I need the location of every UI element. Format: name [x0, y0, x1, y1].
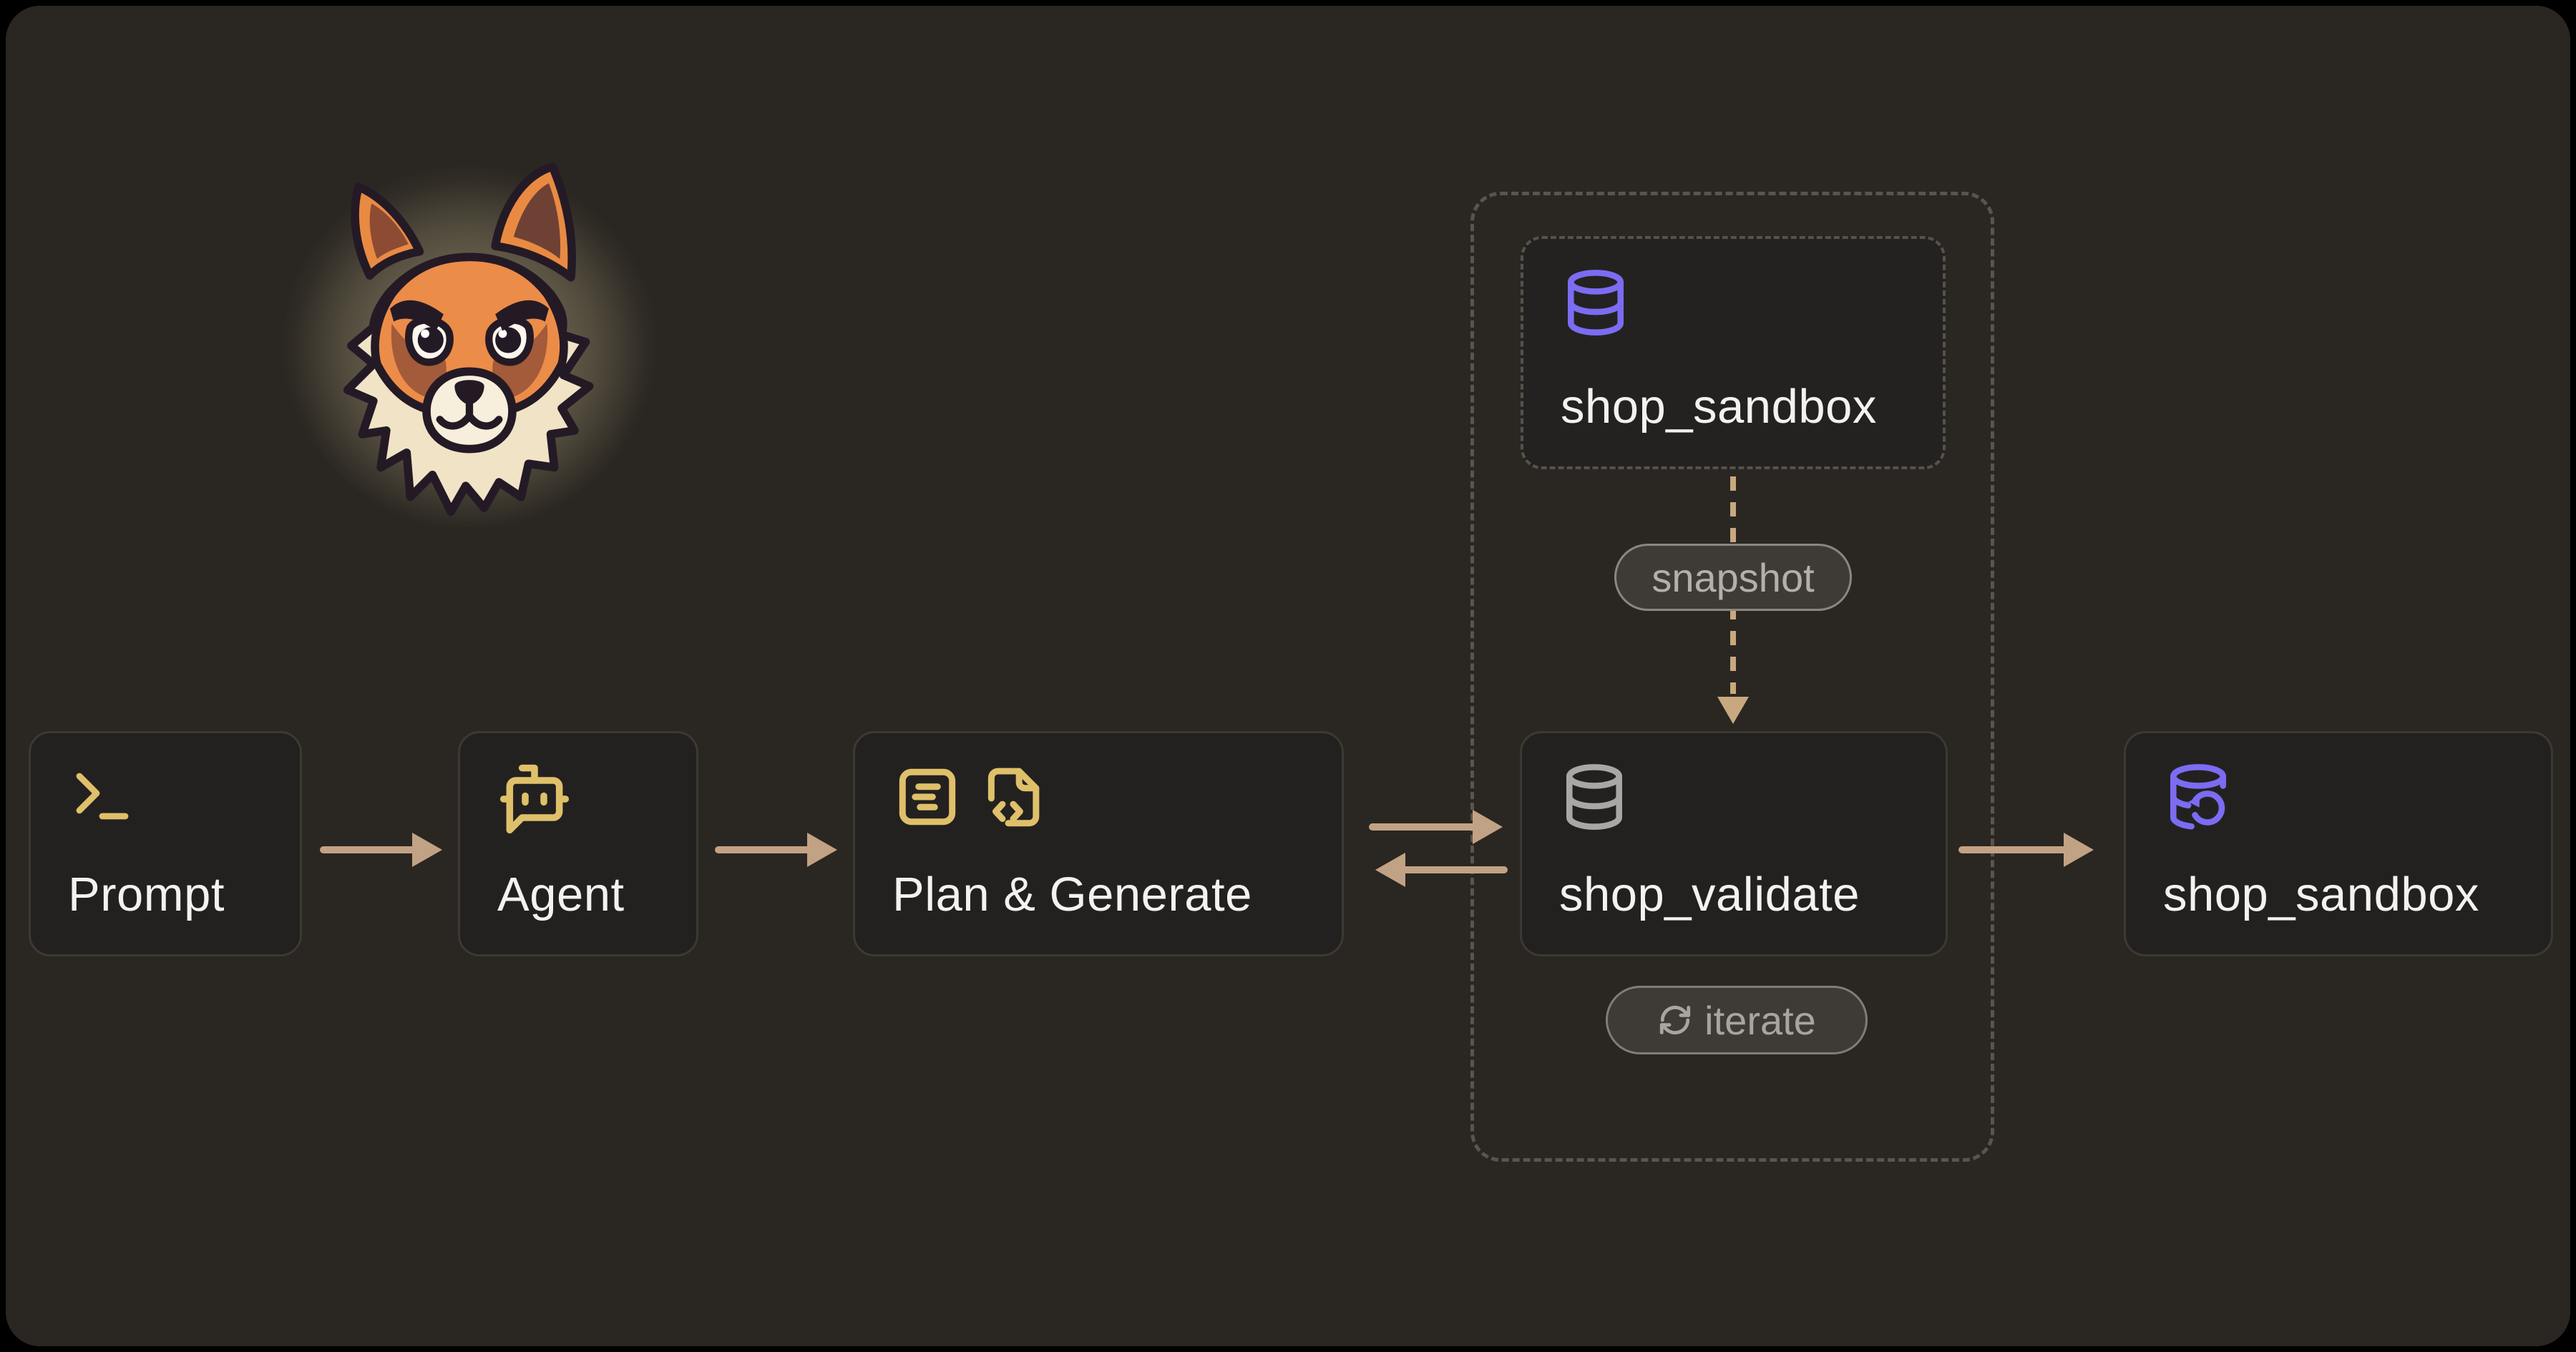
node-agent: Agent [458, 731, 698, 956]
mascot-right-brow [495, 300, 549, 331]
mascot-left-brow [390, 300, 444, 331]
node-label: shop_validate [1559, 867, 1860, 921]
arrow-agent-to-plan [715, 833, 837, 867]
node-label: shop_sandbox [1561, 379, 1877, 433]
arrow-prompt-to-agent [320, 833, 442, 867]
plan-generate-icons [892, 762, 1048, 832]
notepad-text-icon [899, 768, 956, 826]
arrow-validate-to-sandbox [1958, 833, 2094, 867]
refresh-icon [1660, 1005, 1691, 1035]
node-prompt: Prompt [29, 731, 302, 956]
snapshot-badge-label: snapshot [1652, 554, 1815, 600]
sandbox-group-container [1470, 192, 1994, 1162]
node-shop-sandbox-source: shop_sandbox [1521, 236, 1946, 469]
node-label: Prompt [68, 867, 225, 921]
node-shop-sandbox-output: shop_sandbox [2124, 731, 2553, 956]
snapshot-badge: snapshot [1614, 544, 1852, 611]
arrow-validate-to-plan [1375, 853, 1508, 887]
mascot-image [292, 162, 647, 526]
bot-message-icon [499, 764, 570, 834]
node-shop-validate: shop_validate [1520, 731, 1948, 956]
mascot-mouth [436, 401, 503, 430]
file-code-icon [987, 768, 1040, 827]
terminal-icon [76, 773, 129, 820]
node-plan-generate: Plan & Generate [853, 731, 1344, 956]
arrow-plan-to-validate [1369, 810, 1503, 844]
iterate-badge: iterate [1606, 986, 1868, 1054]
iterate-badge-label: iterate [1704, 997, 1816, 1043]
node-label: Agent [497, 867, 625, 921]
database-icon [1568, 270, 1624, 335]
database-restore-icon [2170, 764, 2226, 830]
database-icon [1566, 764, 1622, 830]
node-label: shop_sandbox [2163, 867, 2479, 921]
mascot-nose [454, 380, 484, 405]
node-label: Plan & Generate [892, 867, 1252, 921]
